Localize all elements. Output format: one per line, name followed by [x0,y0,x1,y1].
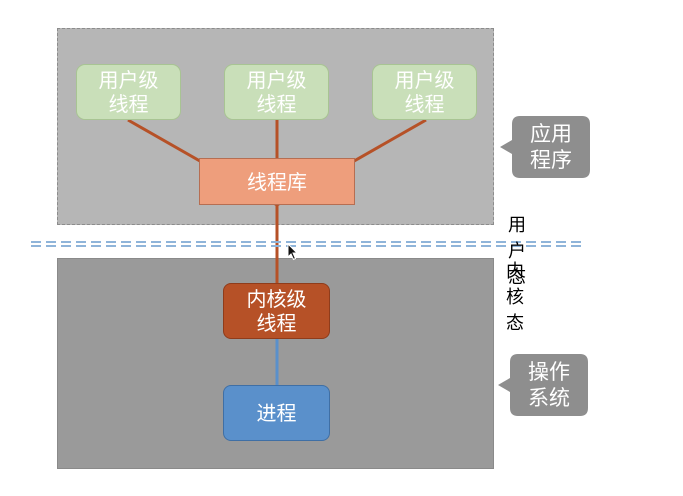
user-kernel-boundary [31,241,584,247]
user-level-thread-2: 用户级 线程 [224,64,329,120]
operating-system-callout-label: 操作 系统 [528,360,570,410]
application-callout-label: 应用 程序 [530,122,572,172]
operating-system-callout: 操作 系统 [498,354,588,416]
kernel-mode-label: 内核态 [506,261,524,334]
thread-library: 线程库 [199,158,355,205]
kernel-level-thread: 内核级 线程 [223,283,330,339]
thread-library-label: 线程库 [247,169,307,194]
user-level-thread-1: 用户级 线程 [76,64,181,120]
callout-shape [498,354,588,416]
application-callout: 应用 程序 [500,116,590,178]
callout-shape [500,116,590,178]
cursor-pointer-icon [287,243,299,261]
user-level-thread-3: 用户级 线程 [372,64,477,120]
process-node: 进程 [223,385,330,441]
user-mode-label: 用户态 [508,215,526,288]
